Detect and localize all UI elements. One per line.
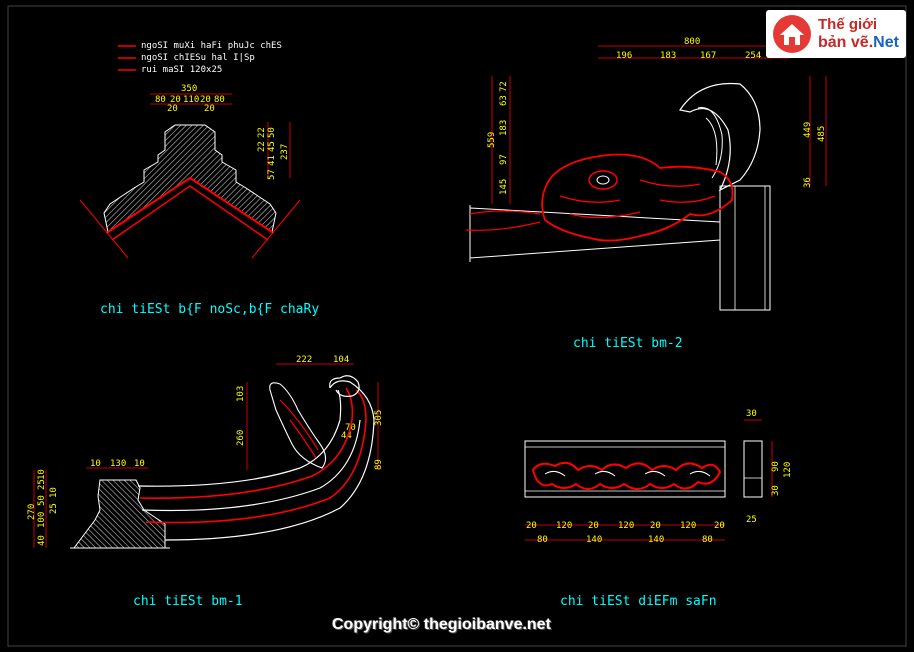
house-icon: [773, 15, 811, 53]
dim-bm1-10c: 10: [37, 469, 47, 480]
ridge-detail: 350 80 20 110 20 80 20 20 22 22 57 41 45…: [79, 84, 319, 317]
site-logo[interactable]: Thế giới bản vẽ.Net: [766, 10, 906, 58]
dim-bm1-104: 104: [333, 355, 349, 365]
dim-bm1-305: 305: [374, 410, 384, 426]
dim-frieze-120b: 120: [618, 521, 634, 531]
dim-ridge-22a: 22: [257, 141, 267, 152]
dim-bm2-183: 183: [660, 51, 676, 61]
dim-bm1-222: 222: [296, 355, 312, 365]
dim-bm2-72: 72: [499, 81, 509, 92]
dim-frieze-20d: 20: [714, 521, 725, 531]
dim-frieze-90: 90: [771, 461, 781, 472]
drawing-frame: [7, 5, 907, 647]
dim-ridge-20b: 20: [200, 95, 211, 105]
legend: ngoSI muXi haFi phuJc chES ngoSI chIESu …: [118, 41, 282, 75]
title-frieze: chi tiESt diEFm saFn: [560, 594, 717, 609]
bm1-detail: 222 104 103 260 70 44 305 89 10 130 10 2…: [27, 355, 384, 609]
dim-bm1-10a: 10: [90, 459, 101, 469]
bm2-detail: 800 196 183 167 254 559 63 72 183 97 145…: [465, 37, 827, 351]
dim-ridge-110: 110: [183, 95, 199, 105]
dim-frieze-120c: 120: [680, 521, 696, 531]
dim-ridge-45: 45: [267, 141, 277, 152]
dim-ridge-50: 50: [267, 127, 277, 138]
dim-ridge-20a: 20: [170, 95, 181, 105]
dim-bm2-97: 97: [499, 154, 509, 165]
dim-frieze-25: 25: [746, 515, 757, 525]
dim-bm1-50: 50: [37, 495, 47, 506]
dim-bm2-36: 36: [803, 177, 813, 188]
logo-line-2b: Net: [873, 34, 899, 51]
dim-bm2-254: 254: [745, 51, 761, 61]
dim-bm1-44: 44: [341, 431, 352, 441]
dim-ridge-80a: 80: [155, 95, 166, 105]
dim-bm1-100: 100: [37, 512, 47, 528]
dim-frieze-120: 120: [783, 462, 793, 478]
legend-item-3: rui maSI 120x25: [141, 65, 222, 75]
title-ridge: chi tiESt b{F noSc,b{F chaRy: [100, 302, 319, 317]
dim-ridge-237: 237: [280, 144, 290, 160]
dim-ridge-350: 350: [181, 84, 197, 94]
dim-bm1-40: 40: [37, 535, 47, 546]
dim-frieze-30b: 30: [771, 485, 781, 496]
dim-bm1-10b: 10: [134, 459, 145, 469]
dim-bm1-25b: 25: [49, 503, 59, 514]
dim-ridge-20d: 20: [204, 104, 215, 114]
dim-ridge-57: 57: [267, 169, 277, 180]
dim-bm2-183b: 183: [499, 120, 509, 136]
copyright-watermark: Copyright© thegioibanve.net: [332, 616, 551, 633]
legend-item-1: ngoSI muXi haFi phuJc chES: [141, 41, 282, 51]
dim-bm2-449: 449: [803, 122, 813, 138]
dim-bm1-103: 103: [236, 386, 246, 402]
dim-frieze-140b: 140: [648, 535, 664, 545]
dim-frieze-20c: 20: [650, 521, 661, 531]
dim-frieze-30a: 30: [746, 409, 757, 419]
dim-bm2-485: 485: [817, 126, 827, 142]
dim-bm2-167: 167: [700, 51, 716, 61]
dim-bm2-196: 196: [616, 51, 632, 61]
dim-ridge-22b: 22: [257, 127, 267, 138]
dim-frieze-20a: 20: [526, 521, 537, 531]
dim-bm1-270: 270: [27, 504, 37, 520]
dim-bm1-10d: 10: [49, 487, 59, 498]
dim-bm1-130: 130: [110, 459, 126, 469]
dim-ridge-80b: 80: [214, 95, 225, 105]
dim-bm2-559: 559: [487, 132, 497, 148]
dim-frieze-80b: 80: [702, 535, 713, 545]
dim-frieze-80a: 80: [537, 535, 548, 545]
dim-bm1-25a: 25: [37, 479, 47, 490]
dim-bm2-63: 63: [499, 95, 509, 106]
dim-frieze-140a: 140: [586, 535, 602, 545]
frieze-detail: 20 120 20 120 20 120 20 80 140 140 80 30…: [524, 409, 793, 609]
logo-line-2a: bản vẽ.: [818, 34, 874, 51]
logo-line-2: bản vẽ.Net: [818, 34, 899, 52]
dim-bm1-260: 260: [236, 430, 246, 446]
dim-bm2-800: 800: [684, 37, 700, 47]
title-bm2: chi tiESt bm-2: [573, 336, 683, 351]
dim-ridge-20c: 20: [167, 104, 178, 114]
legend-item-2: ngoSI chIESu hal I|Sp: [141, 53, 255, 63]
dim-bm1-89: 89: [374, 459, 384, 470]
dim-frieze-20b: 20: [588, 521, 599, 531]
dim-bm2-145: 145: [499, 179, 509, 195]
dim-frieze-120a: 120: [556, 521, 572, 531]
dim-ridge-41: 41: [267, 155, 277, 166]
logo-line-1: Thế giới: [818, 16, 877, 33]
title-bm1: chi tiESt bm-1: [133, 594, 243, 609]
